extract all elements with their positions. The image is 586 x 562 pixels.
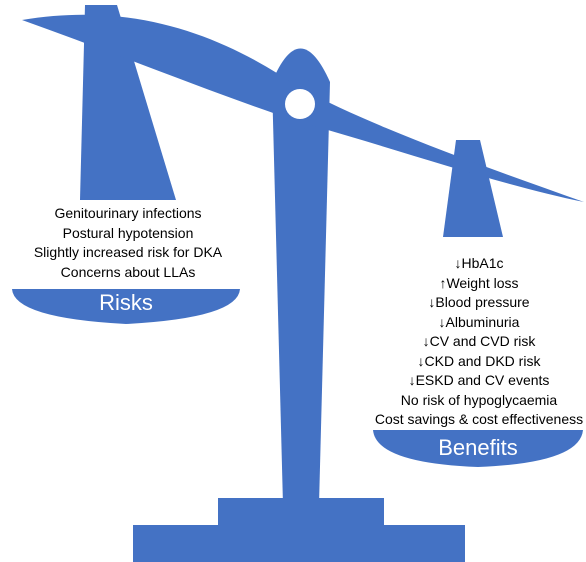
base-plate	[133, 525, 465, 562]
benefit-item: ↓ESKD and CV events	[408, 372, 550, 388]
benefit-item: ↓Albuminuria	[438, 313, 520, 330]
benefit-item: ↓CV and CVD risk	[422, 333, 536, 349]
benefits-label: Benefits	[438, 435, 518, 460]
benefit-item: ↓HbA1c	[454, 255, 504, 271]
base-pedestal	[218, 498, 384, 525]
risk-item: Concerns about LLAs	[60, 263, 196, 280]
left-pan-hanger	[80, 5, 176, 200]
benefit-item: No risk of hypoglycaemia	[400, 391, 558, 408]
risk-item: Postural hypotension	[62, 224, 194, 241]
risk-item: Genitourinary infections	[54, 205, 202, 221]
benefit-item: ↓CKD and DKD risk	[417, 352, 541, 369]
left-pan	[12, 289, 240, 324]
benefit-item: ↑Weight loss	[439, 274, 519, 291]
risks-label: Risks	[99, 290, 153, 315]
central-column	[272, 48, 330, 505]
benefit-item: ↓Blood pressure	[428, 294, 530, 310]
right-pan	[373, 430, 583, 467]
benefit-item: Cost savings & cost effectiveness	[374, 411, 584, 427]
benefits-list: ↓HbA1c ↑Weight loss ↓Blood pressure ↓Alb…	[374, 254, 584, 430]
risk-item: Slightly increased risk for DKA	[33, 244, 223, 260]
pivot-center	[285, 89, 315, 119]
risks-list: Genitourinary infections Postural hypote…	[4, 204, 252, 282]
